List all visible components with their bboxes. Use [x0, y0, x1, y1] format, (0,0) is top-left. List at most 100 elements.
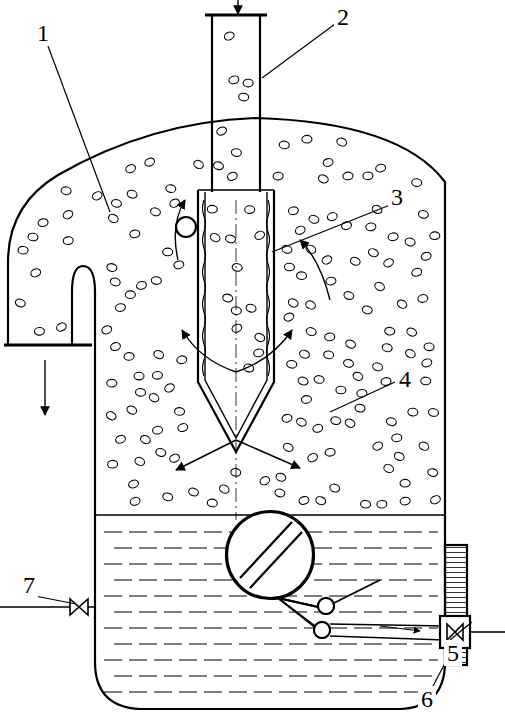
bubble: [18, 246, 28, 254]
bubble: [174, 407, 184, 415]
bubble: [344, 418, 356, 429]
bubble: [343, 359, 354, 369]
bubble: [136, 280, 148, 290]
bubble: [148, 392, 160, 403]
bubble: [125, 163, 137, 174]
vessel-shell: [8, 118, 445, 709]
bubble: [188, 487, 200, 497]
bubble: [115, 434, 127, 445]
bubble: [282, 442, 294, 453]
outlet-flange: [4, 344, 92, 347]
bubble: [296, 272, 306, 280]
bubble: [101, 324, 113, 335]
bubble: [330, 416, 341, 426]
bubble: [209, 232, 221, 243]
bubble: [135, 388, 145, 396]
outlet-arrow: [44, 360, 45, 415]
bubble: [218, 483, 230, 494]
bubble: [400, 496, 411, 505]
bubble: [294, 225, 306, 236]
bubble: [129, 229, 140, 238]
bubble: [165, 184, 176, 193]
bubble: [343, 290, 355, 300]
bubble: [226, 171, 238, 182]
drain-nozzle: [330, 624, 445, 640]
liquid-line: [114, 676, 438, 677]
bubble: [388, 232, 399, 241]
bubble: [373, 281, 385, 292]
bubble: [372, 362, 384, 372]
bubble: [287, 297, 299, 308]
bubble: [106, 263, 118, 273]
bubble: [107, 460, 117, 468]
bubble: [383, 463, 395, 474]
bubble: [253, 230, 265, 241]
pivot: [318, 598, 334, 614]
bubble: [60, 186, 71, 195]
bubble: [411, 178, 422, 187]
bubble: [228, 75, 240, 85]
bubble: [107, 379, 117, 387]
bubble: [336, 137, 348, 148]
bubble: [153, 349, 165, 360]
bubble: [349, 256, 361, 267]
bubble: [177, 422, 189, 432]
bubble: [317, 174, 329, 185]
bubble: [421, 358, 433, 369]
bubble: [315, 495, 327, 506]
bubble: [243, 363, 255, 373]
callout-number: 2: [334, 4, 352, 30]
bubble: [139, 434, 151, 445]
bubble: [325, 276, 336, 285]
bubble: [176, 355, 187, 364]
bubble: [430, 232, 440, 240]
bubble: [225, 234, 237, 244]
bubble: [107, 213, 119, 224]
bubble: [230, 468, 241, 477]
bubble: [354, 403, 365, 412]
pipe-flange: [205, 14, 267, 17]
bubble: [243, 79, 253, 87]
bubble: [28, 233, 39, 241]
bubble: [275, 472, 287, 483]
callout-number: 1: [34, 20, 52, 46]
float-linkage: [278, 598, 318, 628]
flow-arrows: [175, 200, 330, 470]
bubble: [420, 251, 432, 261]
bubble: [314, 375, 325, 384]
bubble: [323, 350, 334, 359]
bubble: [273, 172, 284, 180]
float-ball: [226, 511, 314, 599]
bubble: [363, 172, 373, 180]
bubble: [365, 222, 376, 231]
bubble: [380, 377, 391, 386]
bubble: [336, 386, 346, 394]
bubble: [125, 291, 135, 299]
bubble: [298, 349, 310, 360]
feed-pipe: [212, 15, 260, 192]
bubble: [279, 141, 290, 150]
pivot: [314, 622, 330, 638]
bubble: [352, 371, 364, 382]
bubble: [231, 323, 243, 334]
bubble: [222, 293, 233, 303]
bubble: [382, 257, 394, 268]
bubble: [231, 263, 242, 272]
bubble: [424, 343, 434, 351]
bubble: [124, 352, 135, 360]
bubble: [134, 372, 144, 380]
leader-lines: [35, 24, 472, 688]
bubble: [62, 209, 74, 220]
callout-number: 6: [418, 686, 436, 712]
liquid-line: [114, 612, 438, 613]
bubble: [372, 440, 384, 451]
valve-7: [70, 599, 88, 615]
bubble: [417, 294, 428, 303]
bubble: [400, 479, 410, 487]
bubble: [109, 277, 121, 287]
bubble: [404, 237, 415, 247]
bubble: [254, 332, 266, 343]
bubble: [428, 408, 439, 417]
bubble: [377, 500, 387, 508]
callout-number: 3: [388, 184, 406, 210]
